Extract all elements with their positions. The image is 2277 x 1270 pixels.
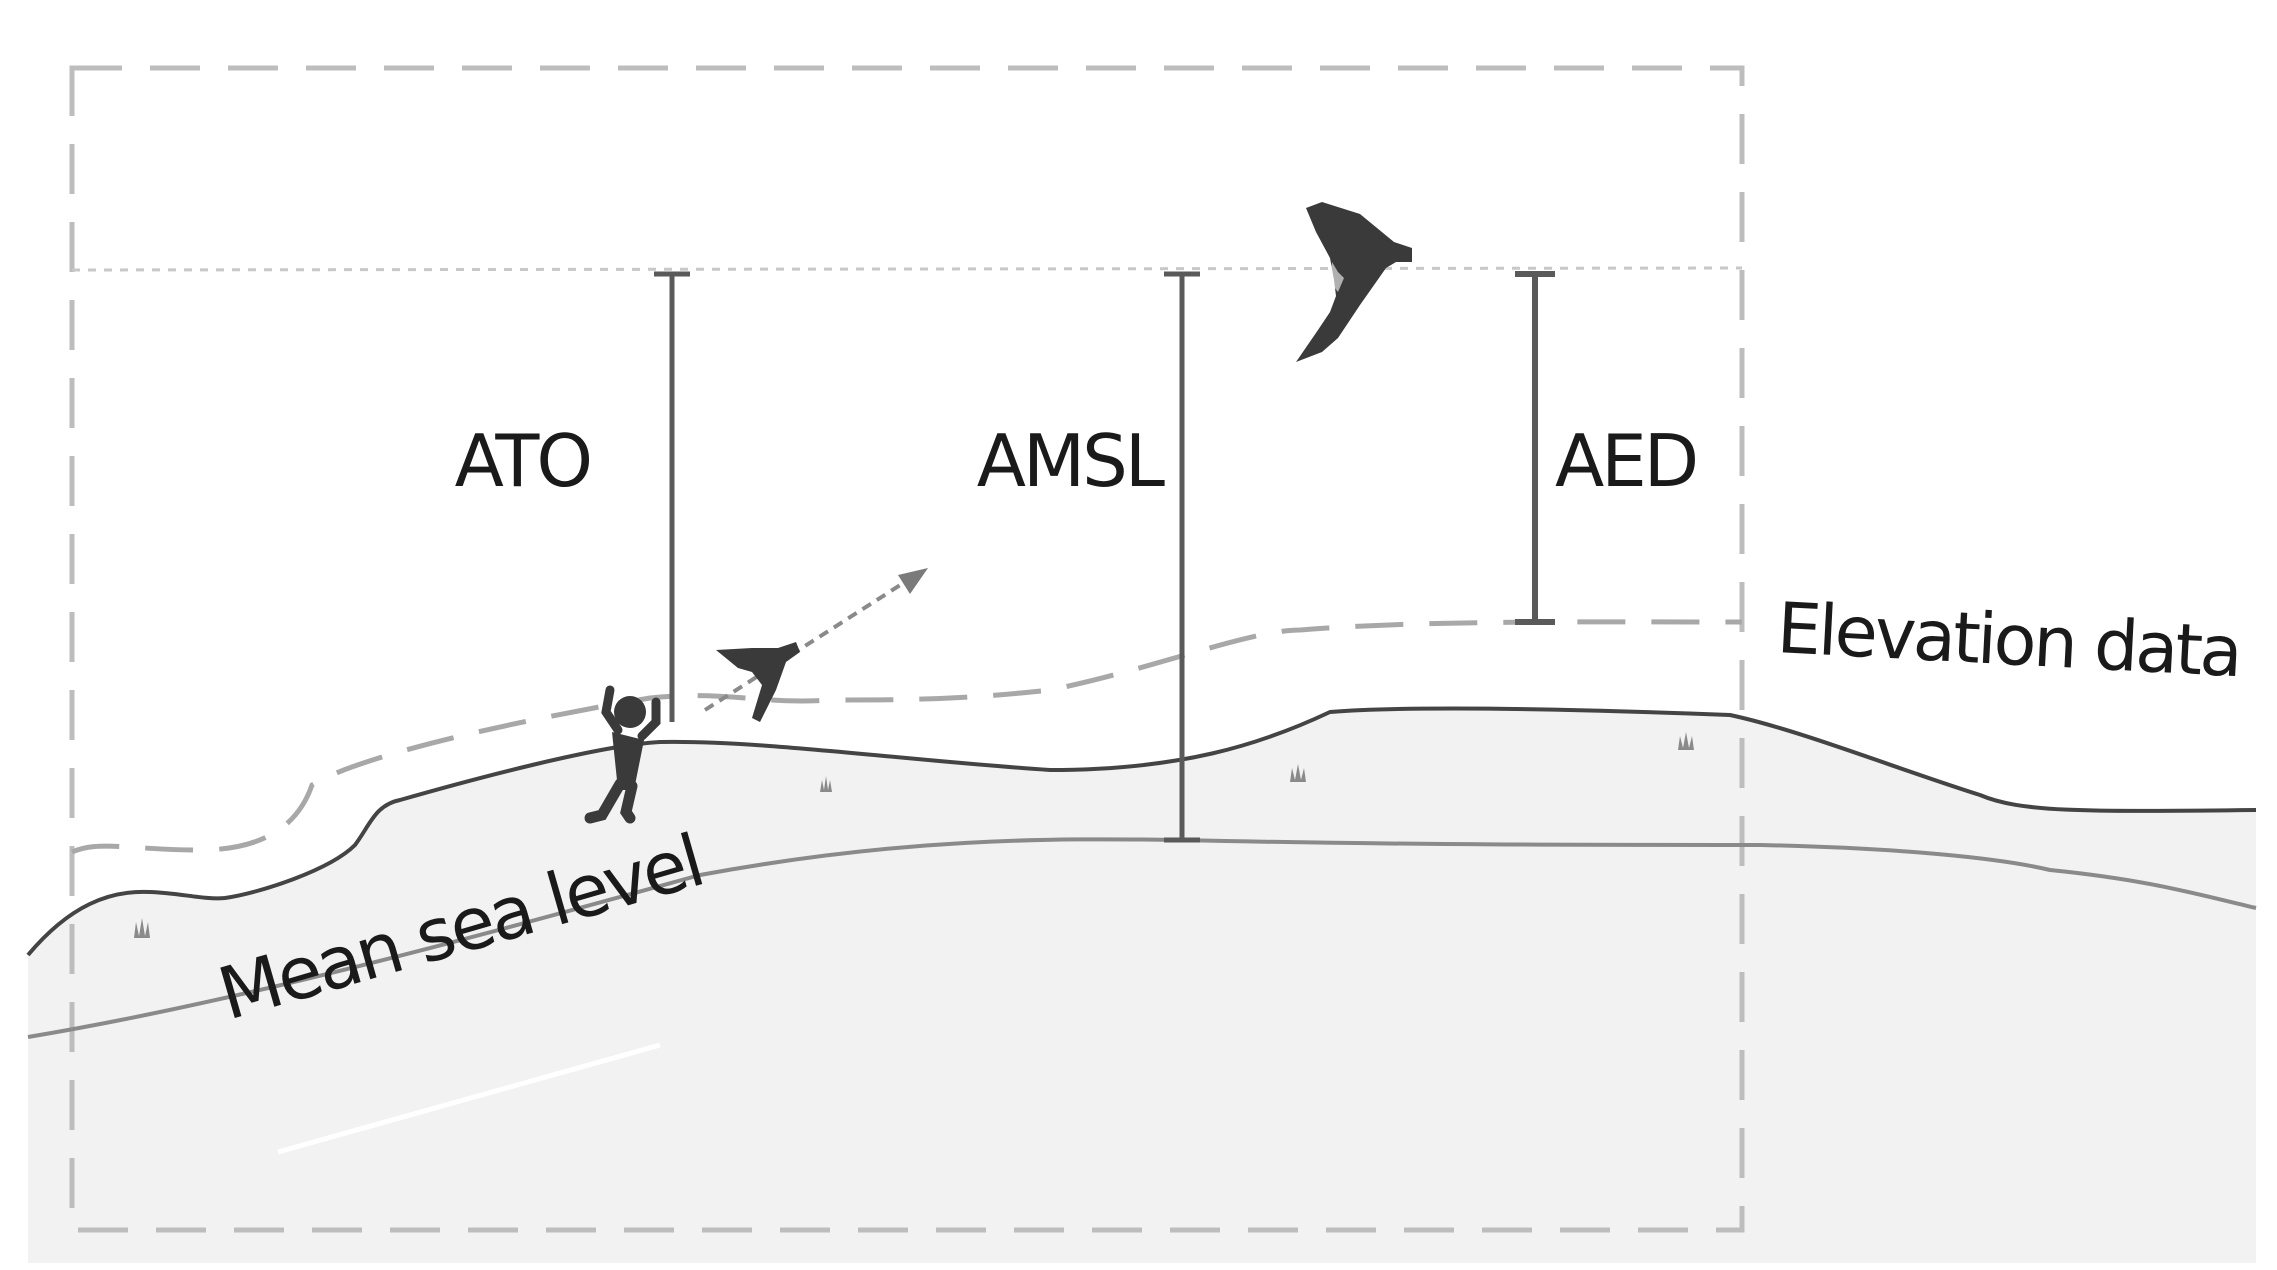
aed-measure-bar <box>1515 271 1555 625</box>
elevation-data-label: Elevation data <box>1775 587 2242 693</box>
ground-highlight <box>277 1042 661 1155</box>
ato-label: ATO <box>455 419 590 503</box>
grass-tuft-icon <box>1290 764 1306 782</box>
grass-tuft-icon <box>820 776 832 792</box>
person-launching-icon <box>584 685 661 824</box>
elevation-data-line <box>71 619 1743 855</box>
ground-area <box>28 708 2256 1263</box>
amsl-measure-bar <box>1164 271 1200 843</box>
mean-sea-level-line <box>27 837 2257 1039</box>
aed-label: AED <box>1555 419 1696 503</box>
fixed-wing-drone-icon <box>1296 202 1412 362</box>
flight-altitude-line <box>71 266 1743 272</box>
terrain-line <box>26 706 2257 957</box>
grass-tuft-icon <box>1678 732 1694 750</box>
fixed-wing-drone-icon <box>716 642 800 722</box>
launch-trajectory-arrow <box>703 568 928 712</box>
coverage-frame <box>69 65 1745 1233</box>
ato-measure-bar <box>654 271 690 722</box>
grass-tuft-icon <box>134 918 150 938</box>
amsl-label: AMSL <box>977 419 1165 503</box>
